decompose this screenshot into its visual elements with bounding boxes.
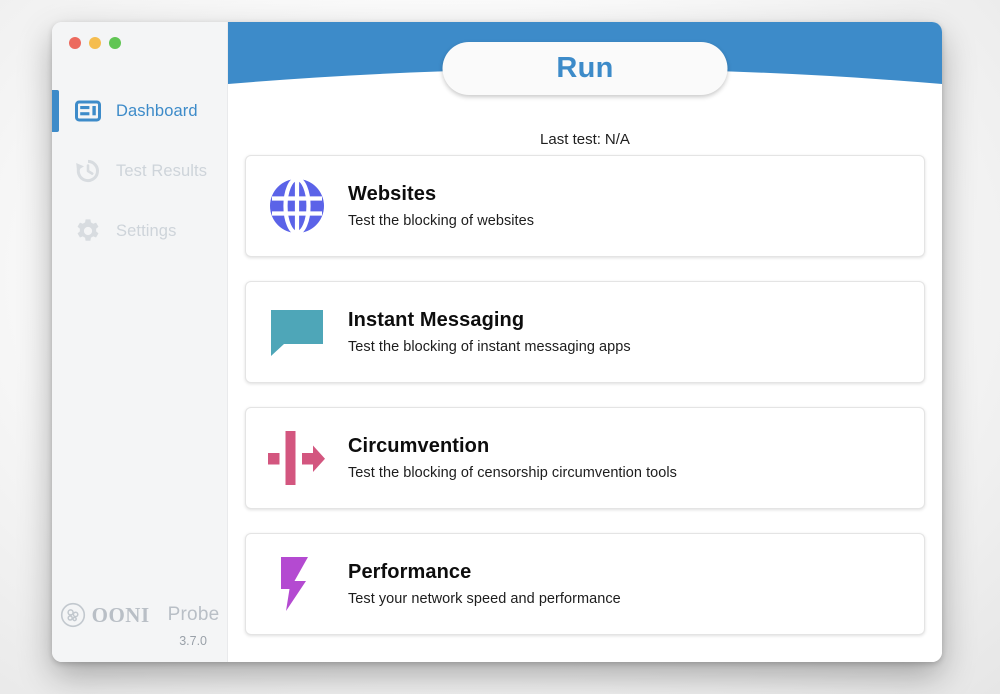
test-card-circumvention[interactable]: Circumvention Test the blocking of censo… [245, 407, 925, 509]
sidebar-item-label: Test Results [116, 161, 208, 180]
sidebar-item-test-results[interactable]: Test Results [52, 148, 227, 194]
app-version: 3.7.0 [179, 634, 207, 648]
history-clock-icon [74, 157, 102, 185]
brand-footer: OONI Probe 3.7.0 [52, 602, 227, 662]
speech-bubble-icon [268, 303, 326, 361]
run-button-label: Run [556, 52, 614, 84]
sidebar: Dashboard Test Results [52, 22, 228, 662]
last-test-status: Last test:N/A [228, 131, 942, 148]
sidebar-nav: Dashboard Test Results [52, 88, 227, 268]
test-card-websites[interactable]: Websites Test the blocking of websites [245, 155, 925, 257]
brand-product: Probe [167, 604, 220, 625]
test-card-description: Test your network speed and performance [348, 591, 621, 607]
test-card-description: Test the blocking of censorship circumve… [348, 465, 677, 481]
app-window: Dashboard Test Results [52, 22, 942, 662]
sidebar-item-label: Settings [116, 221, 177, 240]
sidebar-item-settings[interactable]: Settings [52, 208, 227, 254]
main-content: Run Last test:N/A [228, 22, 942, 662]
test-card-title: Websites [348, 183, 437, 205]
zoom-window-button[interactable] [109, 37, 121, 49]
brand-name: OONI [91, 602, 150, 627]
sidebar-item-dashboard[interactable]: Dashboard [52, 88, 227, 134]
globe-icon [268, 177, 326, 235]
run-button[interactable]: Run [442, 42, 728, 95]
test-card-description: Test the blocking of instant messaging a… [348, 339, 631, 355]
lightning-bolt-icon [268, 555, 326, 613]
test-card-performance[interactable]: Performance Test your network speed and … [245, 533, 925, 635]
test-card-title: Instant Messaging [348, 309, 525, 331]
sidebar-item-label: Dashboard [116, 101, 198, 120]
close-window-button[interactable] [69, 37, 81, 49]
firewall-arrow-icon [268, 429, 326, 487]
test-card-title: Circumvention [348, 435, 490, 457]
dashboard-icon [74, 97, 102, 125]
ooni-logo-icon [60, 602, 86, 628]
test-cards-list: Websites Test the blocking of websites I… [245, 155, 925, 635]
test-card-instant-messaging[interactable]: Instant Messaging Test the blocking of i… [245, 281, 925, 383]
test-card-title: Performance [348, 561, 472, 583]
minimize-window-button[interactable] [89, 37, 101, 49]
last-test-label: Last test: [540, 131, 601, 148]
window-traffic-lights [52, 22, 227, 64]
test-card-description: Test the blocking of websites [348, 213, 535, 229]
gear-icon [74, 217, 102, 245]
last-test-value: N/A [604, 131, 630, 148]
